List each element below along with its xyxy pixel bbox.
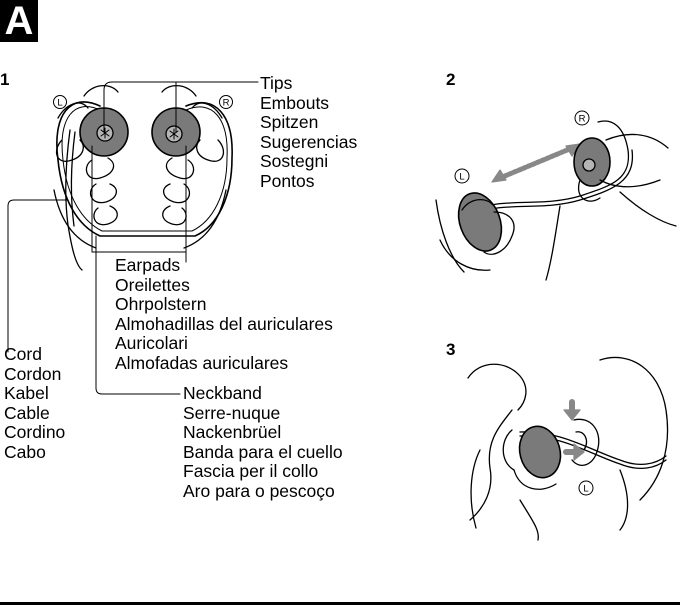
- step-3-left-mark: L: [583, 484, 588, 495]
- step-2-illustration: [436, 111, 676, 280]
- earpads-label-es: Almohadillas del auriculares: [115, 315, 333, 335]
- earpads-label-it: Auricolari: [115, 334, 333, 354]
- earpads-label-pt: Almofadas auriculares: [115, 354, 333, 374]
- tips-label-es: Sugerencias: [260, 133, 357, 153]
- step-1-left-mark: L: [57, 98, 62, 109]
- earpads-label-fr: Oreilettes: [115, 276, 333, 296]
- tips-label-it: Sostegni: [260, 152, 357, 172]
- tips-label-pt: Pontos: [260, 172, 357, 192]
- tips-label-de: Spitzen: [260, 113, 357, 133]
- cord-label-es: Cable: [4, 404, 65, 424]
- cord-label-de: Kabel: [4, 384, 65, 404]
- neckband-label-pt: Aro para o pescoço: [183, 482, 343, 502]
- step-2-right-mark: R: [579, 114, 586, 125]
- tips-label-en: Tips: [260, 74, 357, 94]
- neckband-label-de: Nackenbrüel: [183, 423, 343, 443]
- neckband-label-fr: Serre-nuque: [183, 404, 343, 424]
- neckband-label-en: Neckband: [183, 384, 343, 404]
- cord-label-en: Cord: [4, 345, 65, 365]
- tips-callout: Tips Embouts Spitzen Sugerencias Sostegn…: [260, 74, 357, 192]
- neckband-label-it: Fascia per il collo: [183, 462, 343, 482]
- cord-label-fr: Cordon: [4, 365, 65, 385]
- cord-label-it: Cordino: [4, 423, 65, 443]
- step-1-right-mark: R: [223, 98, 230, 109]
- cord-callout: Cord Cordon Kabel Cable Cordino Cabo: [4, 345, 65, 463]
- step-2-left-mark: L: [459, 172, 464, 183]
- cord-label-pt: Cabo: [4, 443, 65, 463]
- earpads-label-en: Earpads: [115, 256, 333, 276]
- earpads-label-de: Ohrpolstern: [115, 295, 333, 315]
- neckband-callout: Neckband Serre-nuque Nackenbrüel Banda p…: [183, 384, 343, 502]
- earpads-callout: Earpads Oreilettes Ohrpolstern Almohadil…: [115, 256, 333, 374]
- neckband-label-es: Banda para el cuello: [183, 443, 343, 463]
- tips-label-fr: Embouts: [260, 94, 357, 114]
- step-1-illustration: [54, 86, 233, 270]
- step-3-illustration: [468, 357, 668, 540]
- bottom-divider: [0, 602, 680, 605]
